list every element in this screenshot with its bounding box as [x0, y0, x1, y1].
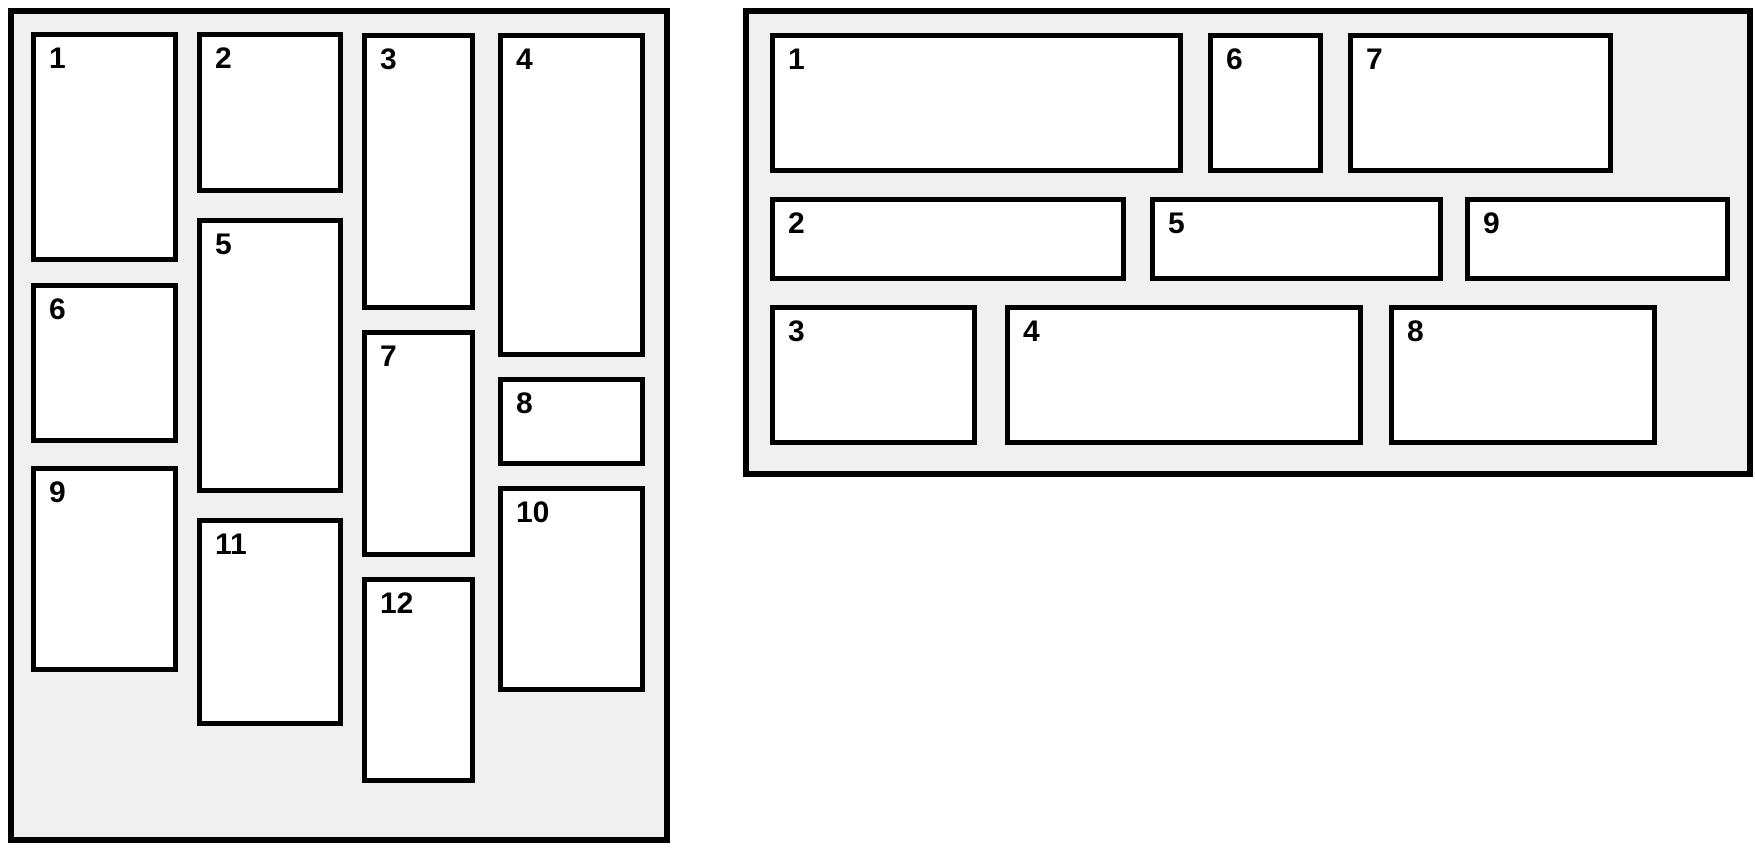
rows-panel: 1 2 3 4 5 6 7 8 9	[743, 8, 1753, 477]
card-number: 9	[1483, 207, 1500, 240]
card-number: 10	[516, 496, 550, 529]
right-card-5: 5	[1150, 197, 1443, 281]
left-card-4: 4	[498, 33, 645, 357]
left-card-1: 1	[31, 32, 178, 262]
card-number: 2	[215, 42, 232, 75]
card-number: 8	[1407, 315, 1424, 348]
card-number: 4	[1023, 315, 1040, 348]
card-number: 6	[1226, 43, 1243, 76]
left-card-11: 11	[197, 518, 343, 726]
right-card-1: 1	[770, 33, 1183, 173]
right-card-2: 2	[770, 197, 1126, 281]
card-number: 1	[788, 43, 805, 76]
left-card-2: 2	[197, 32, 343, 193]
card-number: 7	[1366, 43, 1383, 76]
card-number: 2	[788, 207, 805, 240]
left-card-10: 10	[498, 486, 645, 692]
right-card-8: 8	[1389, 305, 1657, 445]
card-number: 1	[49, 42, 66, 75]
left-card-5: 5	[197, 218, 343, 493]
left-card-6: 6	[31, 283, 178, 443]
card-number: 3	[380, 43, 397, 76]
left-card-8: 8	[498, 377, 645, 466]
left-card-3: 3	[362, 33, 475, 310]
card-number: 12	[380, 587, 414, 620]
right-card-9: 9	[1465, 197, 1730, 281]
right-card-3: 3	[770, 305, 977, 445]
right-card-7: 7	[1348, 33, 1613, 173]
card-number: 6	[49, 293, 66, 326]
masonry-columns-panel: 1 2 3 4 5 6 7 8 9 10 11 12	[8, 8, 670, 843]
card-number: 4	[516, 43, 533, 76]
card-number: 11	[215, 528, 247, 561]
left-card-9: 9	[31, 466, 178, 672]
card-number: 3	[788, 315, 805, 348]
left-card-7: 7	[362, 330, 475, 557]
left-card-12: 12	[362, 577, 475, 783]
card-number: 5	[1168, 207, 1185, 240]
card-number: 5	[215, 228, 232, 261]
card-number: 8	[516, 387, 533, 420]
right-card-4: 4	[1005, 305, 1363, 445]
card-number: 9	[49, 476, 66, 509]
card-number: 7	[380, 340, 397, 373]
right-card-6: 6	[1208, 33, 1323, 173]
